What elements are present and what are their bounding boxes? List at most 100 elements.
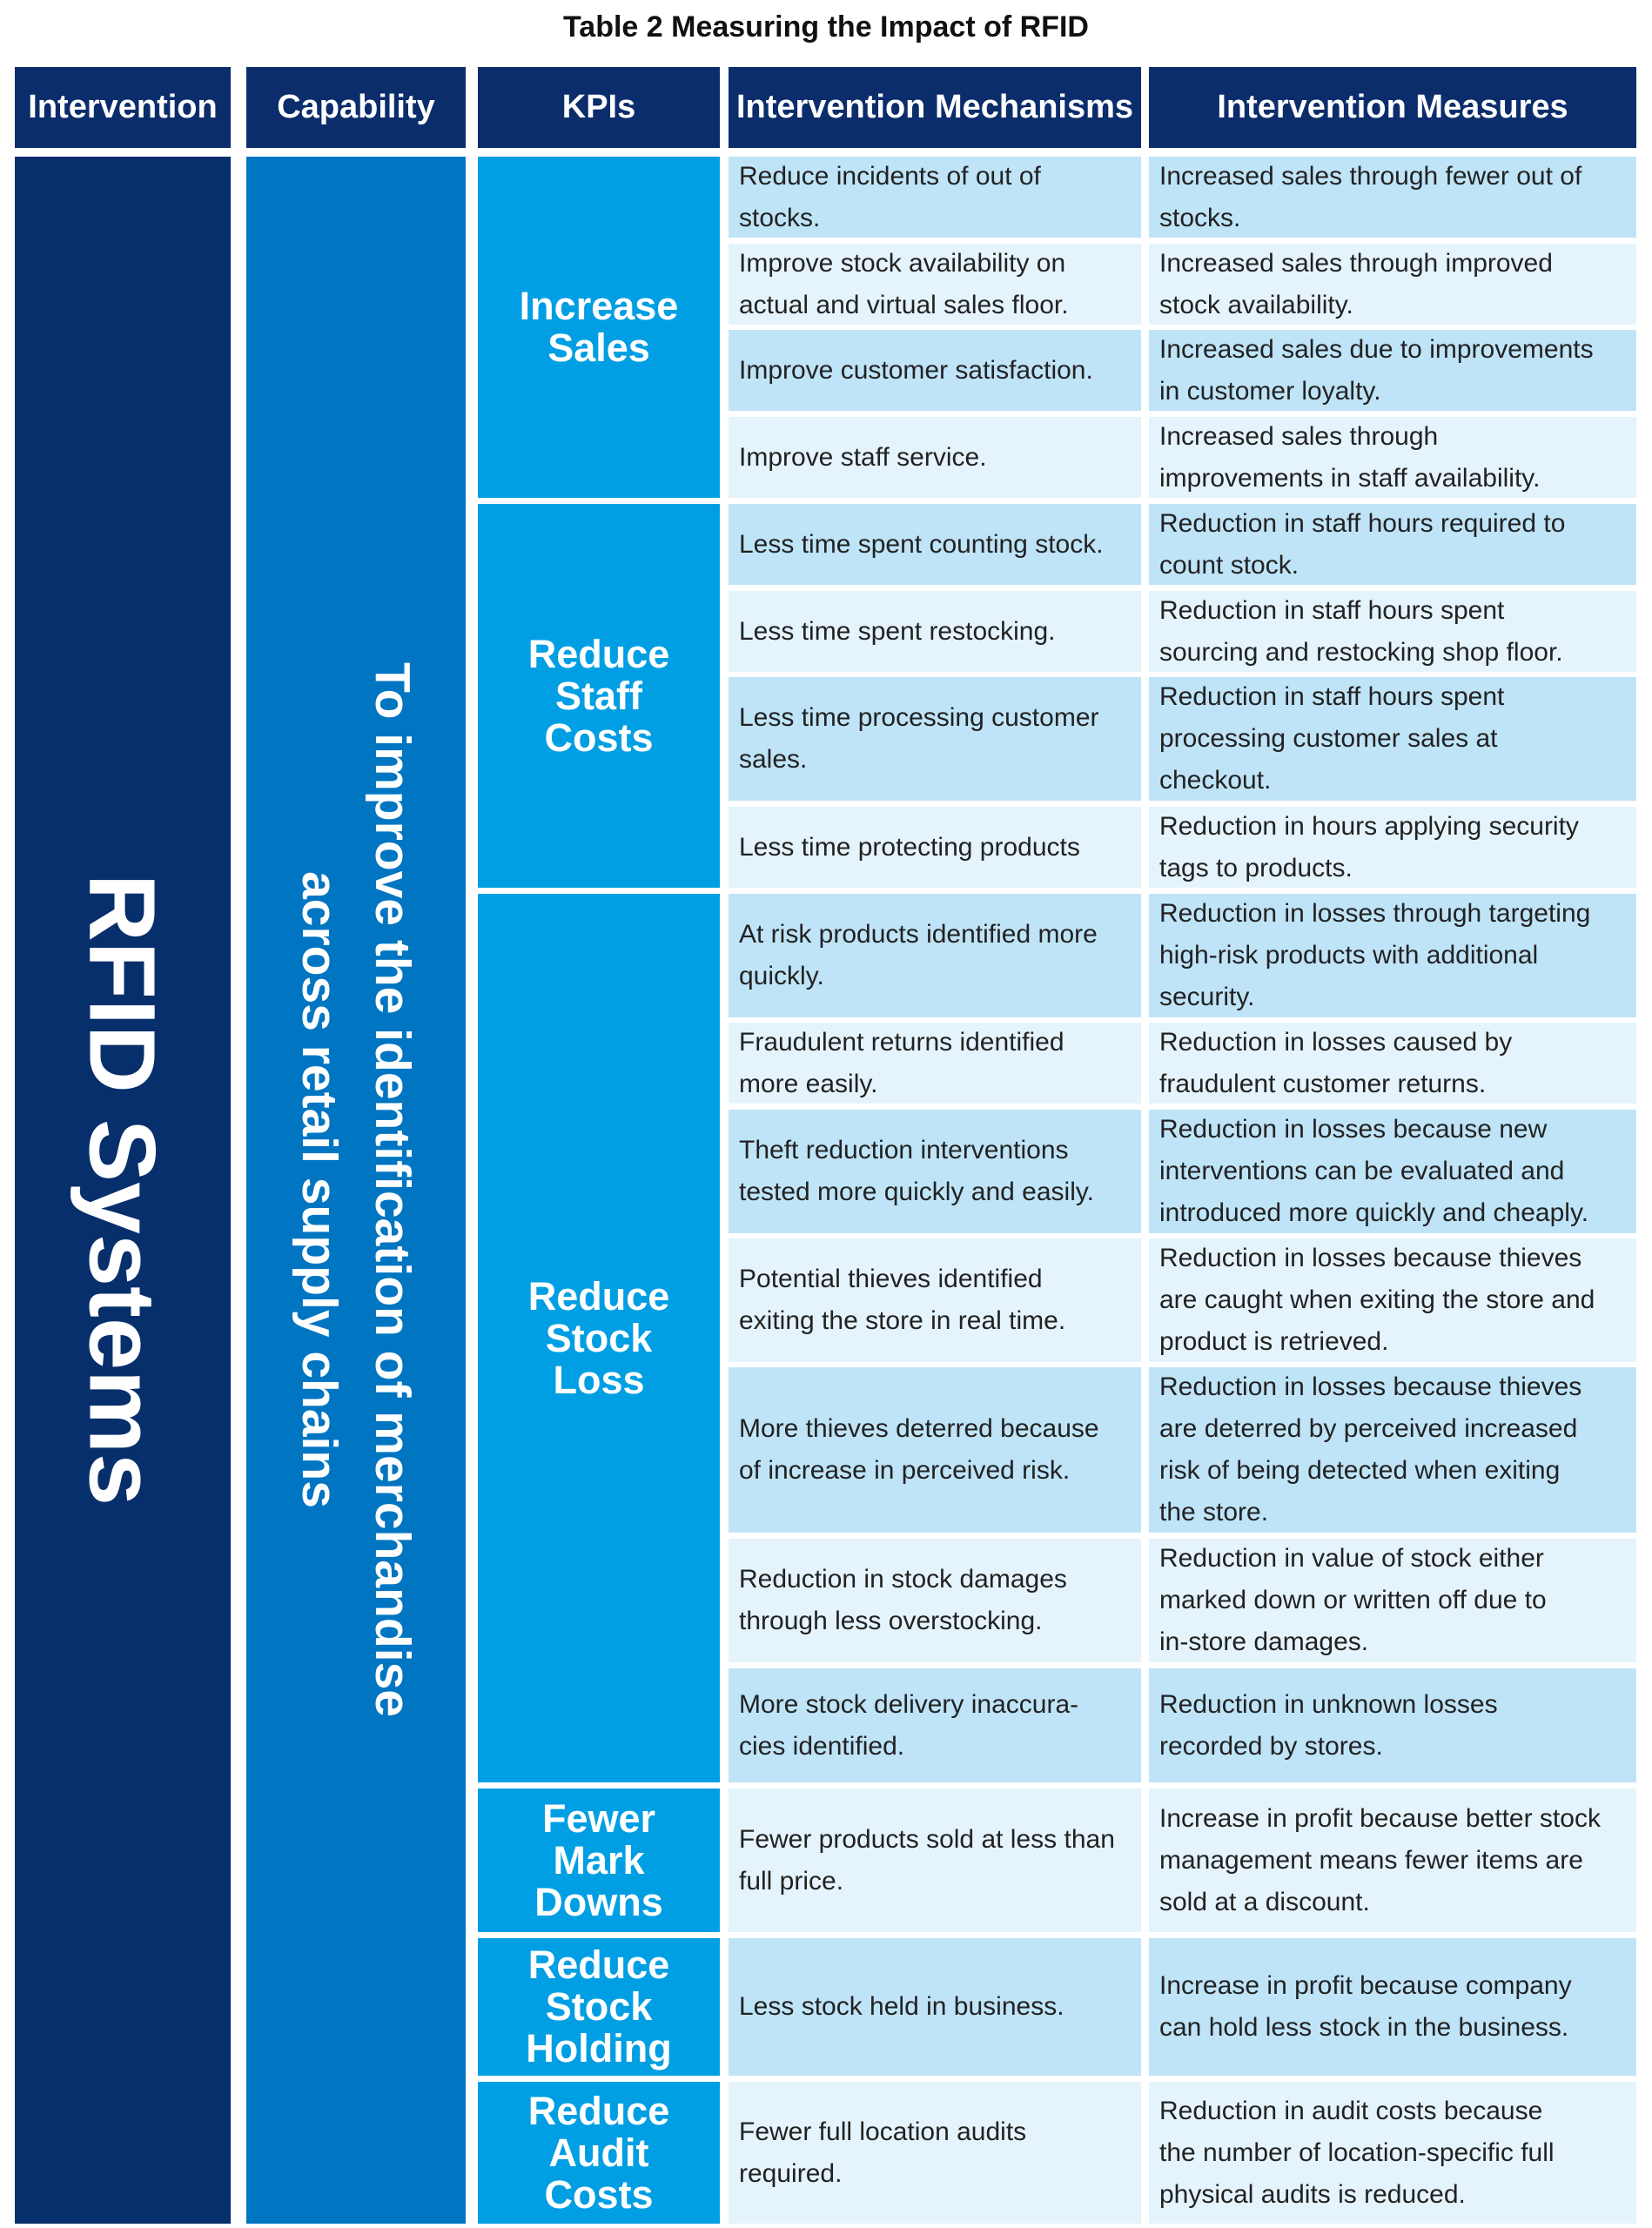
measure-text-line: Reduction in losses caused by <box>1159 1027 1513 1057</box>
capability-column <box>246 157 466 2224</box>
mechanism-cell: Less time spent restocking. <box>729 591 1141 672</box>
kpi-label-line: Reduce <box>527 1273 670 1319</box>
mechanism-text-line: exiting the store in real time. <box>739 1306 1066 1335</box>
mechanism-cell: Potential thieves identified exiting the … <box>729 1238 1141 1362</box>
mechanism-text-line: Improve staff service. <box>739 442 987 472</box>
mechanism-text-line: cies identified. <box>739 1731 905 1761</box>
mechanism-text-line: Reduce incidents of out of <box>739 161 1041 191</box>
mechanism-text-line: quickly. <box>739 962 824 990</box>
measure-text-line: Reduction in staff hours required to <box>1159 508 1566 538</box>
mechanism-text-line: Fewer full location audits <box>739 2117 1027 2146</box>
measure-text-line: improvements in staff availability. <box>1159 463 1541 493</box>
kpi-label-line: Increase <box>519 284 679 328</box>
mechanism-text-line: Improve customer satisfaction. <box>739 355 1093 385</box>
mechanism-cell: Reduce incidents of out of stocks. <box>729 157 1141 238</box>
measure-text-line: tags to products. <box>1159 853 1353 882</box>
measure-text-line: checkout. <box>1159 766 1272 795</box>
measure-text-line: can hold less stock in the business. <box>1159 2013 1569 2042</box>
measure-cell: Increased sales due to improvements in cu… <box>1149 330 1636 411</box>
mechanism-cell: Less time protecting products <box>729 807 1141 888</box>
measure-text-line: physical audits is reduced. <box>1159 2179 1466 2209</box>
kpi-label-line: Costs <box>544 2171 654 2217</box>
measure-text-line: risk of being detected when exiting <box>1159 1456 1561 1485</box>
mechanism-text-line: More stock delivery inaccura- <box>739 1689 1079 1719</box>
measure-text-line: Reduction in staff hours spent <box>1159 682 1505 711</box>
measure-cell: Reduction in losses because thieves are c… <box>1149 1238 1636 1362</box>
mechanism-text-line: sales. <box>739 745 808 774</box>
kpi-label-line: Mark <box>553 1837 645 1882</box>
measure-text-line: processing customer sales at <box>1159 724 1498 753</box>
header-intervention: Intervention <box>15 67 231 148</box>
measure-text-line: Increased sales due to improvements <box>1159 334 1594 364</box>
kpi-label-line: Stock <box>545 1984 653 2029</box>
mechanism-text-line: Reduction in stock damages <box>739 1565 1067 1594</box>
mechanism-text-line: more easily. <box>739 1069 878 1098</box>
measure-text-line: the number of location-specific full <box>1159 2137 1555 2167</box>
kpi-label-line: Staff <box>555 673 642 718</box>
capability-line: across retail supply chains <box>292 871 347 1508</box>
kpi-label-line: Holding <box>526 2026 672 2070</box>
kpi-label-line: Stock <box>545 1315 653 1360</box>
mechanism-text-line: Potential thieves identified <box>739 1265 1043 1293</box>
measure-text-line: stock availability. <box>1159 290 1353 319</box>
measure-text-line: are caught when exiting the store and <box>1159 1285 1595 1314</box>
mechanism-text-line: actual and virtual sales floor. <box>739 290 1069 319</box>
header-intervention-measures: Intervention Measures <box>1149 67 1636 148</box>
measure-text-line: in-store damages. <box>1159 1627 1369 1656</box>
mechanism-cell: Improve stock availability on actual and … <box>729 244 1141 325</box>
mechanism-text-line: Less time spent counting stock. <box>739 529 1104 559</box>
measure-text-line: in customer loyalty. <box>1159 376 1381 406</box>
kpi-label-line: Audit <box>548 2130 649 2175</box>
kpi-label-line: Downs <box>534 1879 663 1924</box>
measure-text-line: the store. <box>1159 1498 1269 1527</box>
kpi-label-line: Costs <box>544 715 654 760</box>
measure-text-line: introduced more quickly and cheaply. <box>1159 1198 1589 1227</box>
measure-text-line: Reduction in losses through targeting <box>1159 899 1591 928</box>
kpi-label-line: Reduce <box>527 631 670 676</box>
mechanism-text-line: stocks. <box>739 203 821 232</box>
measure-cell: Increased sales through improved stock av… <box>1149 244 1636 325</box>
mechanism-text-line: Fraudulent returns identified <box>739 1027 1064 1057</box>
measure-text-line: Reduction in losses because thieves <box>1159 1244 1582 1272</box>
measure-text-line: count stock. <box>1159 550 1299 580</box>
mechanism-text-line: full price. <box>739 1866 844 1896</box>
capability-label: To improve the identification of merchan… <box>283 662 429 1717</box>
measure-text-line: stocks. <box>1159 203 1241 232</box>
mechanism-text-line: Less time protecting products <box>739 832 1080 862</box>
measure-cell: Reduction in hours applying security tags… <box>1149 807 1636 888</box>
mechanism-text-line: Theft reduction interventions <box>739 1136 1069 1164</box>
mechanism-text-line: Fewer products sold at less than <box>739 1824 1115 1854</box>
mechanism-text-line: At risk products identified more <box>739 920 1098 949</box>
mechanism-cell: Fraudulent returns identified more easily… <box>729 1023 1141 1104</box>
mechanism-cell: Improve customer satisfaction. <box>729 330 1141 411</box>
measure-text-line: are deterred by perceived increased <box>1159 1414 1578 1443</box>
measure-text-line: interventions can be evaluated and <box>1159 1157 1565 1185</box>
kpi-label-line: Reduce <box>527 1943 670 1987</box>
measure-text-line: Increased sales through fewer out of <box>1159 161 1582 191</box>
measure-text-line: Reduction in value of stock either <box>1159 1544 1544 1573</box>
mechanism-cell: Less time processing customer sales. <box>729 677 1141 801</box>
mechanism-text-line: required. <box>739 2158 843 2188</box>
measure-text-line: sourcing and restocking shop floor. <box>1159 637 1563 667</box>
table-title: Table 2 Measuring the Impact of RFID <box>563 10 1089 44</box>
measure-text-line: Increased sales through improved <box>1159 248 1553 278</box>
measure-text-line: security. <box>1159 983 1255 1011</box>
mechanism-text-line: Less time processing customer <box>739 703 1099 732</box>
intervention-column <box>15 157 231 2224</box>
mechanism-text-line: Improve stock availability on <box>739 248 1066 278</box>
kpi-label-line: Fewer <box>541 1795 656 1841</box>
measure-text-line: Reduction in hours applying security <box>1159 811 1579 841</box>
